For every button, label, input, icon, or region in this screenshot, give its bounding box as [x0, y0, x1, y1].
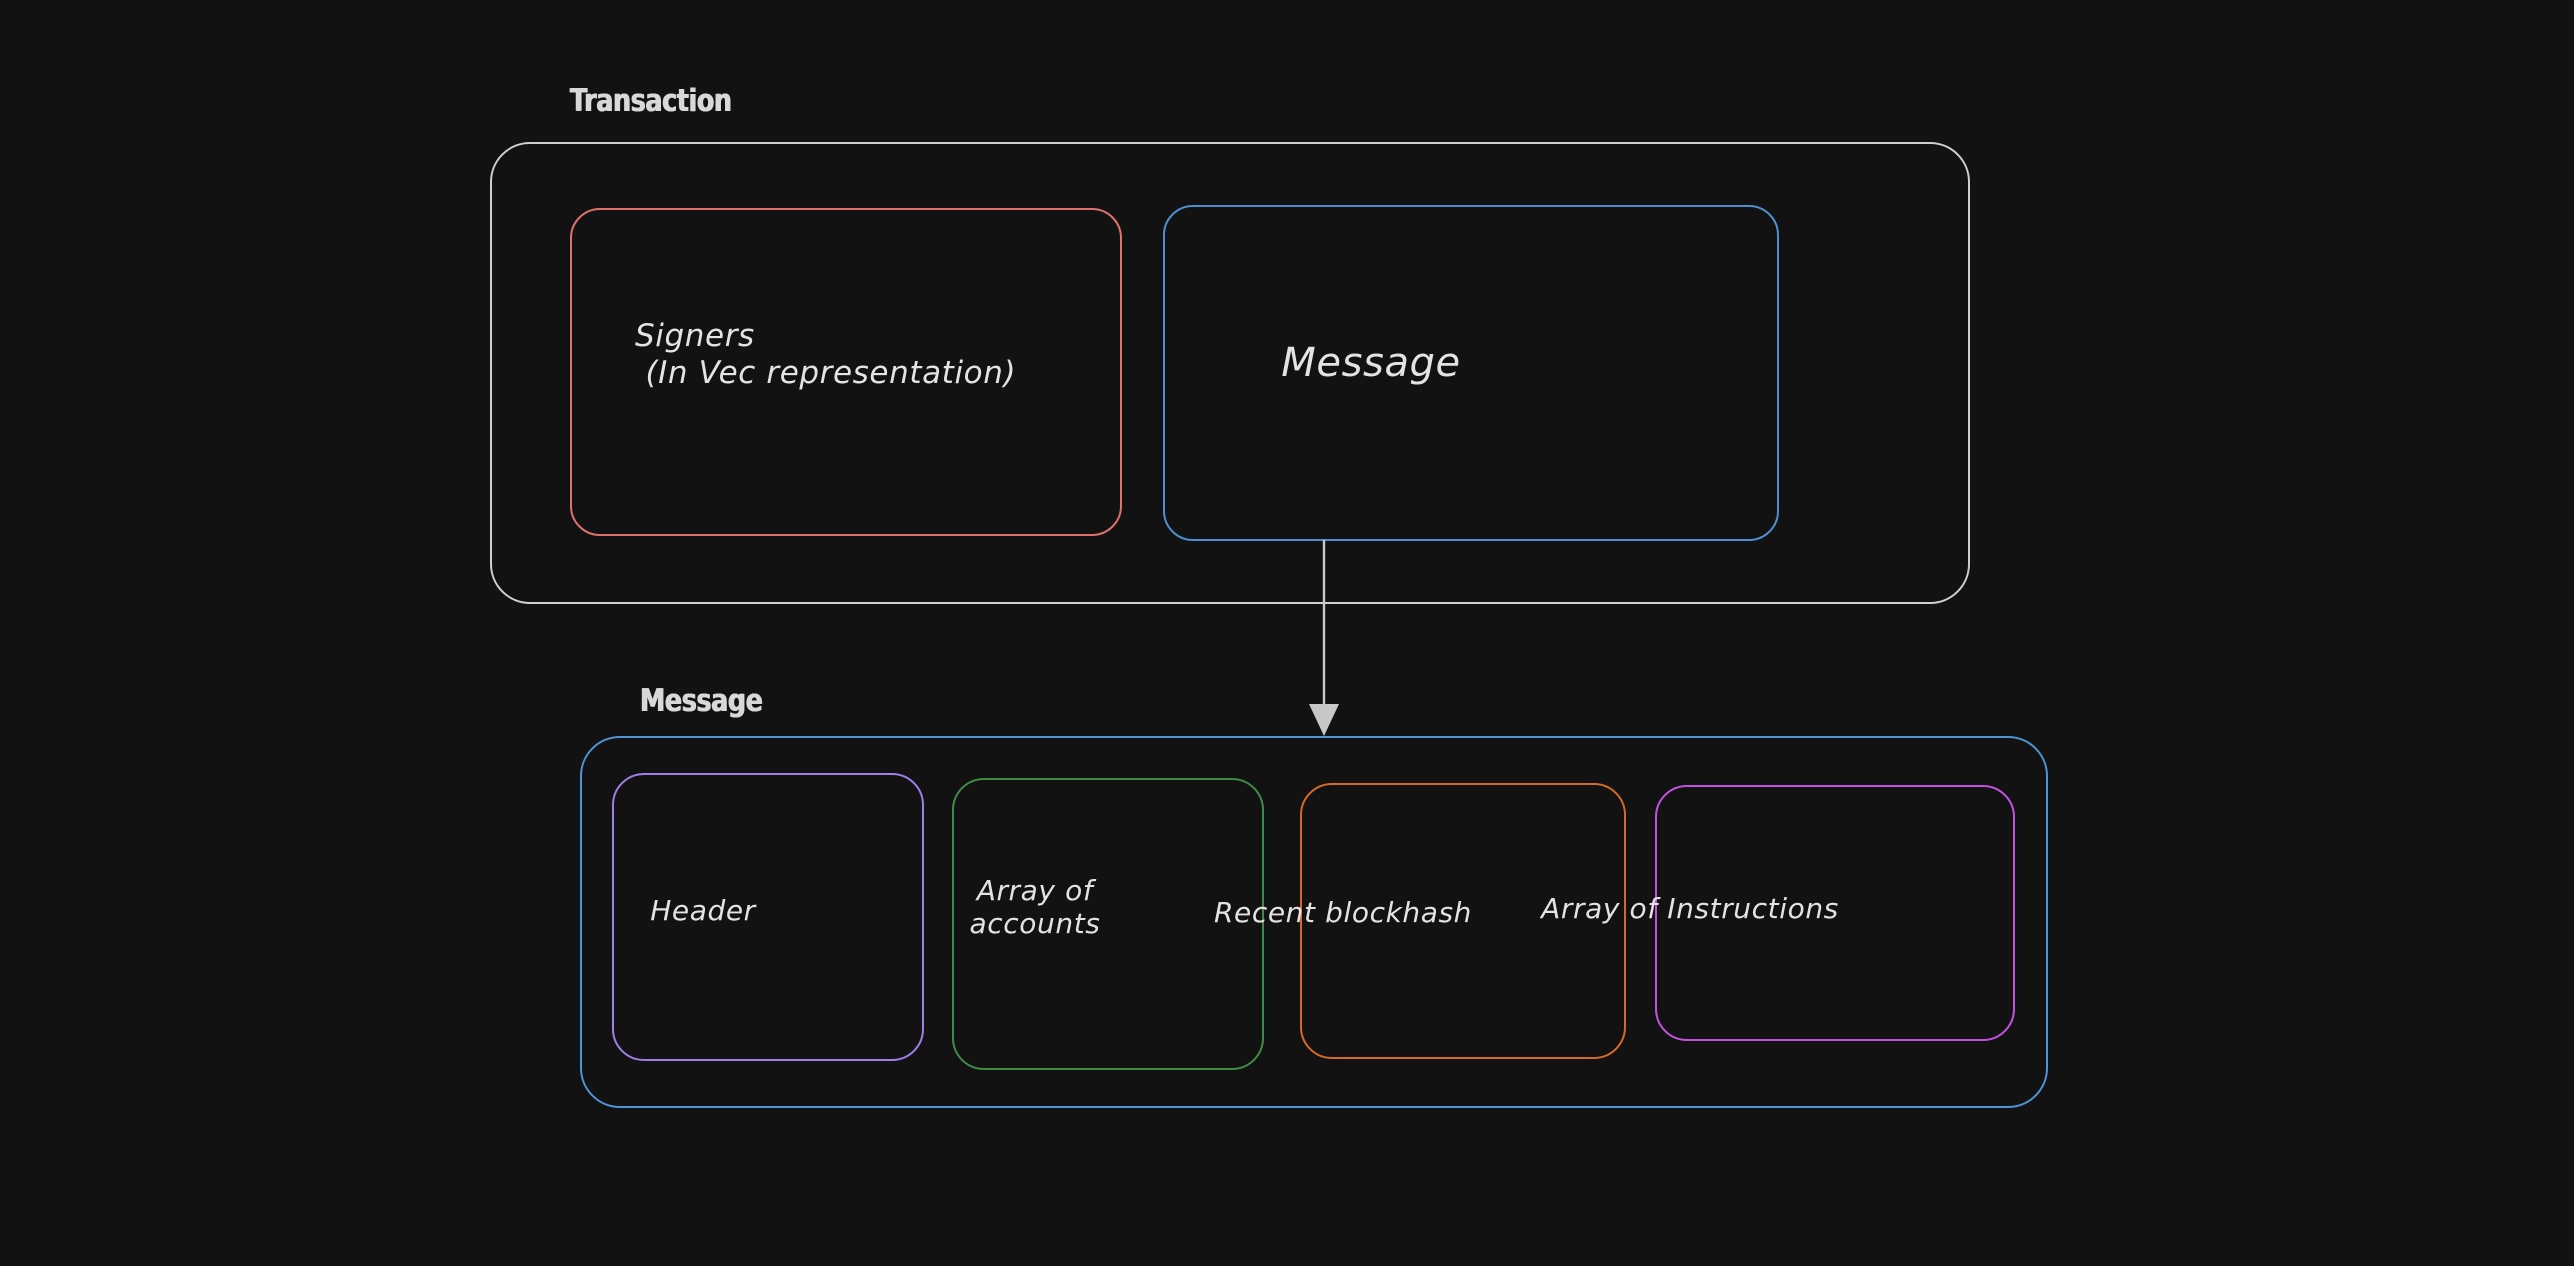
node-label-line: Array of — [976, 874, 1094, 907]
node-array-of-instructions[interactable] — [1655, 785, 2015, 1041]
node-label-line: Header — [650, 894, 756, 927]
node-recent-blockhash[interactable] — [1300, 783, 1626, 1059]
node-label-line: accounts — [969, 907, 1101, 941]
node-label-line: Recent blockhash — [1213, 896, 1473, 929]
group-container-transaction[interactable] — [490, 142, 1970, 604]
node-signers[interactable] — [570, 208, 1122, 536]
node-label-array-of-instructions: Array of Instructions — [1541, 892, 1839, 925]
node-label-line: Signers — [635, 318, 755, 354]
node-label-line: (In Vec representation) — [635, 354, 1017, 391]
node-header[interactable] — [612, 773, 924, 1061]
node-message-node[interactable] — [1163, 205, 1779, 541]
group-container-message[interactable] — [580, 736, 2048, 1108]
node-label-line: Message — [1281, 340, 1461, 386]
node-label-header: Header — [650, 894, 756, 927]
node-label-recent-blockhash: Recent blockhash — [1214, 896, 1472, 929]
node-array-of-accounts[interactable] — [952, 778, 1264, 1070]
group-label-message: Message — [640, 683, 763, 719]
node-label-line: Array of Instructions — [1541, 892, 1839, 925]
group-label-transaction: Transaction — [570, 83, 732, 119]
node-label-signers: Signers (In Vec representation) — [635, 318, 1016, 391]
node-label-message-node: Message — [1281, 340, 1461, 387]
